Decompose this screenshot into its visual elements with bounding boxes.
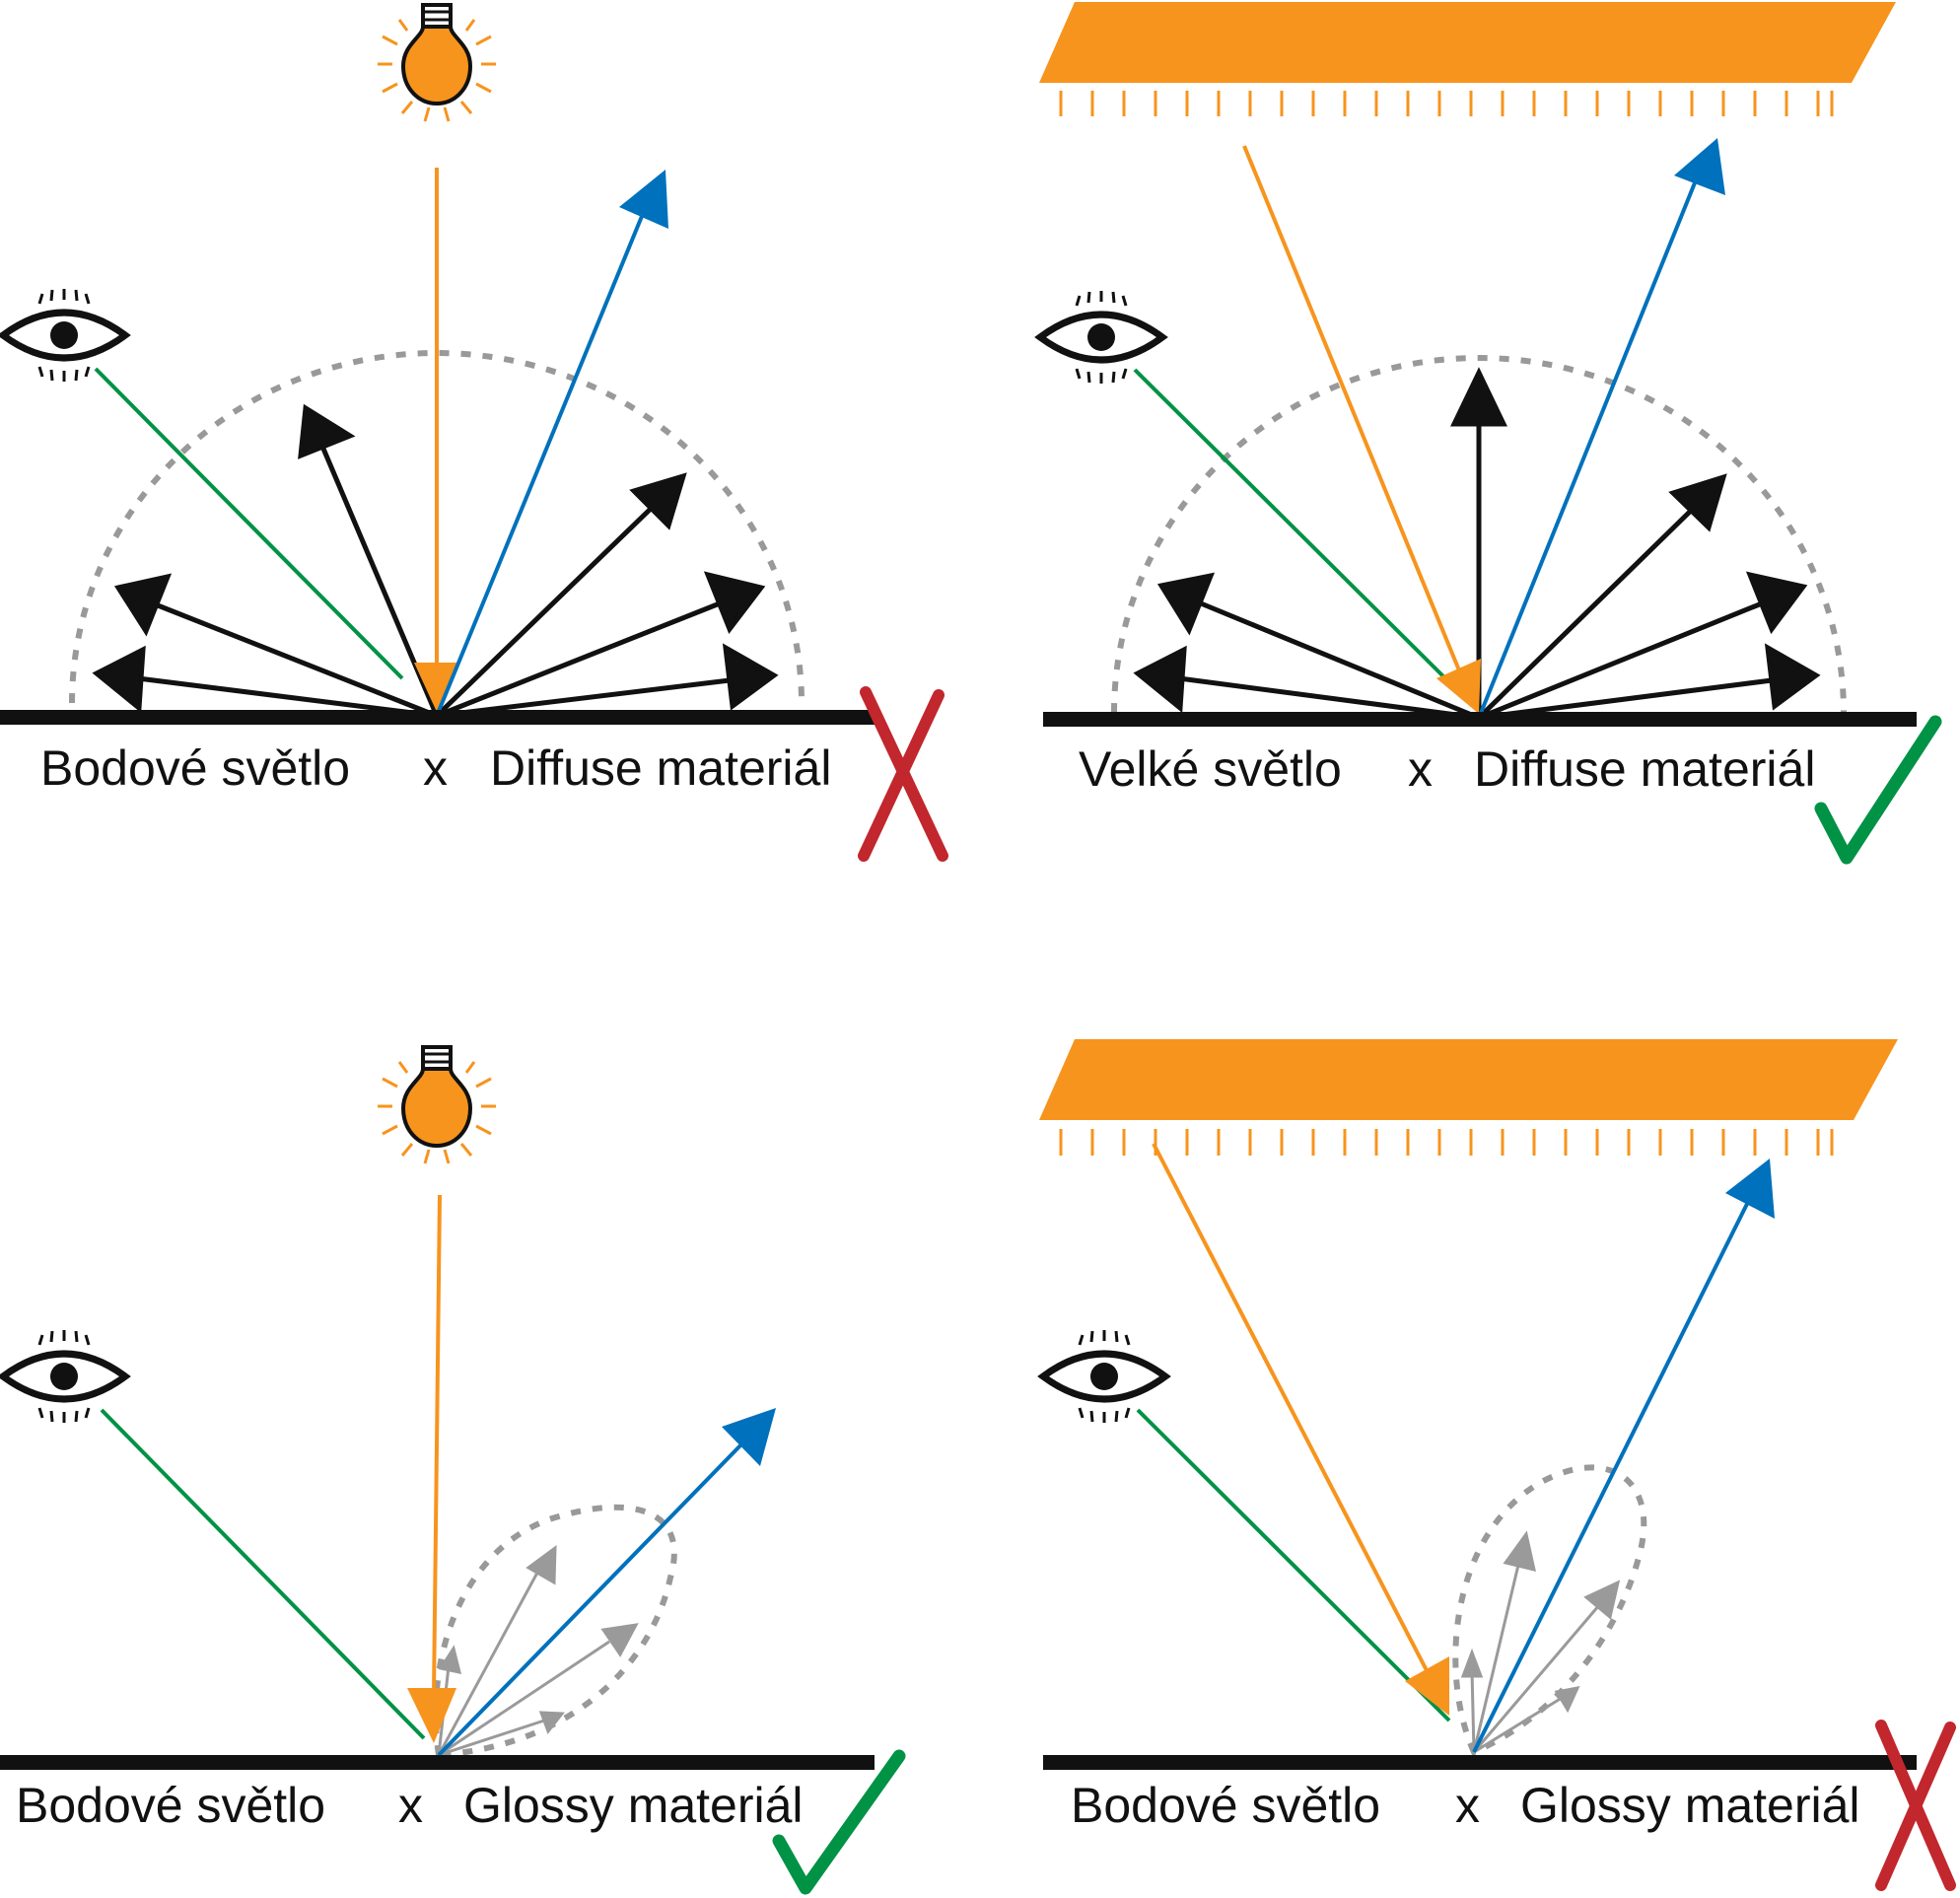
caption-material: Diffuse materiál <box>490 740 831 796</box>
reflected-ray <box>435 208 647 717</box>
glossy-lobe <box>433 1504 677 1759</box>
glossy-rays <box>437 1544 639 1757</box>
cross-icon <box>858 686 948 862</box>
bulb-light-icon <box>378 1045 496 1164</box>
incident-ray-arrowhead <box>414 663 459 712</box>
eye-icon <box>1034 291 1168 384</box>
reflected-ray <box>1477 175 1700 719</box>
reflected-ray-arrowhead <box>1725 1159 1775 1219</box>
panel-bottom-left: Bodové světlo x Glossy materiál <box>0 1045 906 1895</box>
caption-material: Glossy materiál <box>463 1778 804 1833</box>
caption-x: x <box>1455 1778 1480 1833</box>
eye-icon <box>0 289 131 382</box>
reflected-ray <box>1472 1197 1752 1753</box>
reflected-ray-arrowhead <box>722 1408 776 1466</box>
area-light-icon <box>1039 2 1896 116</box>
panel-top-left: Bodové světlo x Diffuse materiál <box>0 3 948 862</box>
area-light-icon <box>1039 1039 1898 1156</box>
caption-light: Bodové světlo <box>1071 1778 1380 1833</box>
reflected-ray <box>437 1442 743 1757</box>
surface <box>1043 712 1917 727</box>
glossy-rays <box>1460 1530 1621 1754</box>
view-ray <box>94 367 404 680</box>
bulb-light-icon <box>378 3 496 122</box>
caption-material: Glossy materiál <box>1520 1778 1860 1833</box>
incident-ray <box>1152 1143 1432 1677</box>
caption-x: x <box>398 1778 423 1833</box>
reflected-ray-arrowhead <box>1674 138 1725 195</box>
eye-icon <box>1037 1330 1171 1423</box>
view-ray <box>100 1408 426 1740</box>
incident-ray-arrowhead <box>1436 659 1481 714</box>
diffuse-hemisphere <box>69 350 805 704</box>
caption-light: Bodové světlo <box>16 1778 325 1833</box>
panel-bottom-right: Bodové světlo x Glossy materiál <box>1037 1039 1956 1891</box>
surface <box>0 1755 875 1770</box>
caption-x: x <box>423 740 448 796</box>
caption-light: Bodové světlo <box>40 740 350 796</box>
view-ray <box>1136 1408 1451 1722</box>
cross-icon <box>1875 1720 1956 1891</box>
check-icon <box>772 1749 906 1895</box>
reflected-ray-arrowhead <box>619 170 668 229</box>
caption-light: Velké světlo <box>1079 741 1342 797</box>
incident-ray-arrowhead <box>1405 1656 1449 1716</box>
diffuse-hemisphere <box>1111 355 1847 714</box>
diffuse-rays <box>1133 367 1821 721</box>
incident-ray <box>432 1194 442 1697</box>
caption-material: Diffuse materiál <box>1474 741 1815 797</box>
incident-ray-arrowhead <box>407 1688 456 1743</box>
surface <box>1043 1755 1917 1770</box>
incident-ray <box>1242 145 1461 671</box>
caption-x: x <box>1408 741 1433 797</box>
eye-icon <box>0 1330 131 1423</box>
view-ray <box>1133 368 1449 682</box>
panel-top-right: Velké světlo x Diffuse materiál <box>1034 2 1942 865</box>
check-icon <box>1814 715 1942 865</box>
surface <box>0 710 875 725</box>
